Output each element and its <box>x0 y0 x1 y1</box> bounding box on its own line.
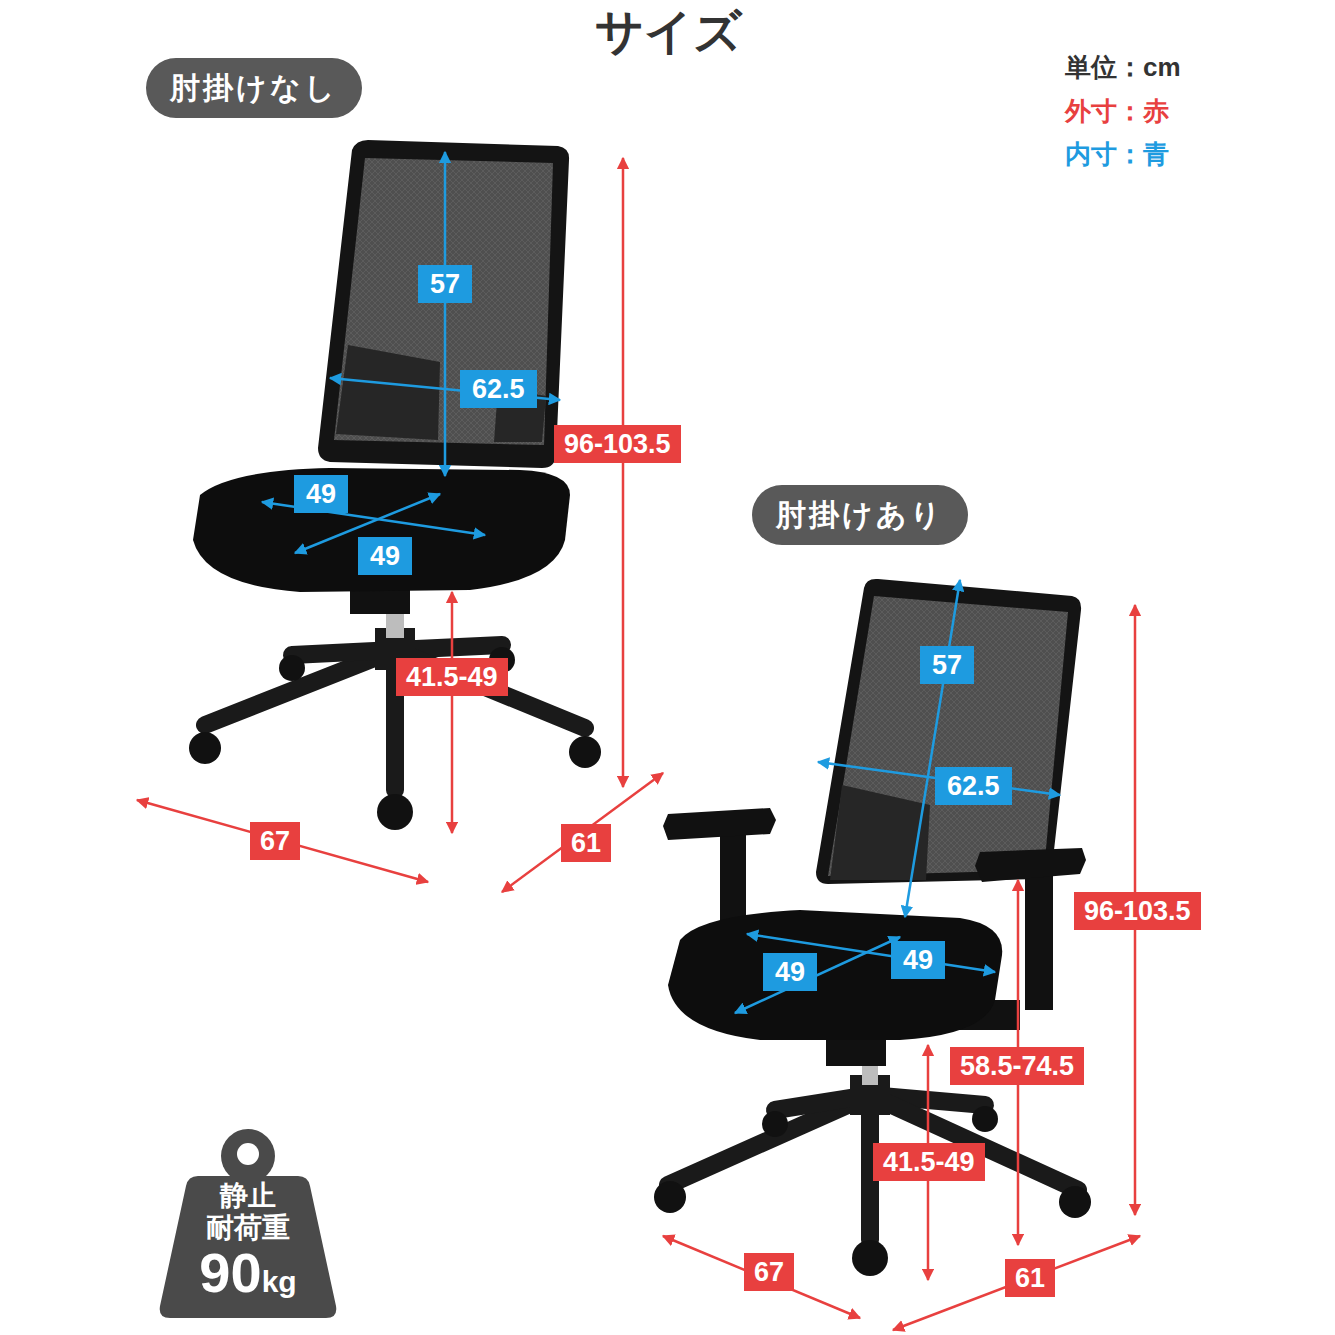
outer-dimension: 41.5-49 <box>873 1143 985 1181</box>
dimension-value: 57 <box>430 269 460 299</box>
outer-dimension: 67 <box>250 822 300 860</box>
dimension-value: 49 <box>306 479 336 509</box>
outer-dimension: 41.5-49 <box>396 658 508 696</box>
dimension-value: 96-103.5 <box>1084 896 1191 926</box>
dimension-value: 96-103.5 <box>564 429 671 459</box>
dimension-value: 58.5-74.5 <box>960 1051 1074 1081</box>
variant-badge: 肘掛けなし <box>146 58 362 118</box>
weight-text: 静止 耐荷重90kg <box>158 1180 338 1303</box>
outer-dimension: 61 <box>1005 1259 1055 1297</box>
inner-dimension: 57 <box>418 265 472 303</box>
outer-dimension: 58.5-74.5 <box>950 1047 1084 1085</box>
weight-number: 90 <box>199 1244 261 1303</box>
chair-without-armrests <box>189 140 601 830</box>
inner-dimension: 49 <box>763 953 817 991</box>
outer-dimension: 67 <box>744 1253 794 1291</box>
weight-unit: kg <box>262 1266 297 1298</box>
dimension-lines <box>137 152 1140 1330</box>
dimension-value: 62.5 <box>472 374 525 404</box>
legend-note: 外寸：赤 <box>1065 96 1169 127</box>
weight-caption: 静止 耐荷重 <box>203 1180 293 1244</box>
outer-dimension: 96-103.5 <box>1074 892 1201 930</box>
dimension-value: 62.5 <box>947 771 1000 801</box>
dimension-value: 57 <box>932 650 962 680</box>
inner-dimension: 49 <box>294 475 348 513</box>
badge-text: 肘掛けなし <box>170 71 338 104</box>
dimension-value: 41.5-49 <box>883 1147 975 1177</box>
weight-value: 90kg <box>199 1244 296 1303</box>
title: サイズ <box>595 0 742 64</box>
dimension-value: 67 <box>754 1257 784 1287</box>
variant-badge: 肘掛けあり <box>752 485 968 545</box>
dimension-value: 49 <box>370 541 400 571</box>
inner-dimension: 57 <box>920 646 974 684</box>
dimension-value: 67 <box>260 826 290 856</box>
dimension-value: 49 <box>903 945 933 975</box>
dimension-value: 61 <box>1015 1263 1045 1293</box>
badge-text: 肘掛けあり <box>776 498 944 531</box>
dimension-value: 61 <box>571 828 601 858</box>
outer-dimension: 61 <box>561 824 611 862</box>
legend-note: 内寸：青 <box>1065 139 1169 170</box>
load-capacity-weight: 静止 耐荷重90kg <box>158 1128 338 1320</box>
dimension-value: 49 <box>775 957 805 987</box>
chair-with-armrests <box>654 579 1091 1276</box>
dimension-value: 41.5-49 <box>406 662 498 692</box>
inner-dimension: 49 <box>891 941 945 979</box>
inner-dimension: 62.5 <box>460 370 537 408</box>
inner-dimension: 49 <box>358 537 412 575</box>
outer-dimension: 96-103.5 <box>554 425 681 463</box>
legend-note: 単位：cm <box>1065 52 1181 83</box>
inner-dimension: 62.5 <box>935 767 1012 805</box>
